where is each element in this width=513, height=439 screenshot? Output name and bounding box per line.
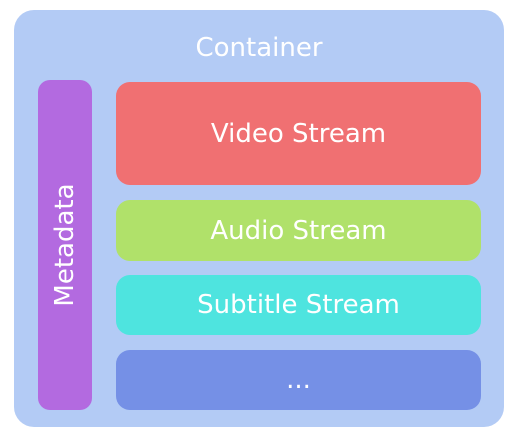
audio-stream-label: Audio Stream (210, 215, 387, 246)
metadata-label: Metadata (50, 183, 80, 307)
video-stream-box: Video Stream (116, 82, 481, 185)
container-box: Container Metadata Video Stream Audio St… (14, 10, 504, 427)
more-streams-box: ... (116, 350, 481, 410)
metadata-box: Metadata (38, 80, 92, 410)
more-streams-label: ... (286, 365, 311, 395)
audio-stream-box: Audio Stream (116, 200, 481, 261)
subtitle-stream-label: Subtitle Stream (197, 290, 400, 320)
video-stream-label: Video Stream (210, 118, 387, 149)
container-label: Container (195, 33, 323, 63)
subtitle-stream-box: Subtitle Stream (116, 275, 481, 335)
